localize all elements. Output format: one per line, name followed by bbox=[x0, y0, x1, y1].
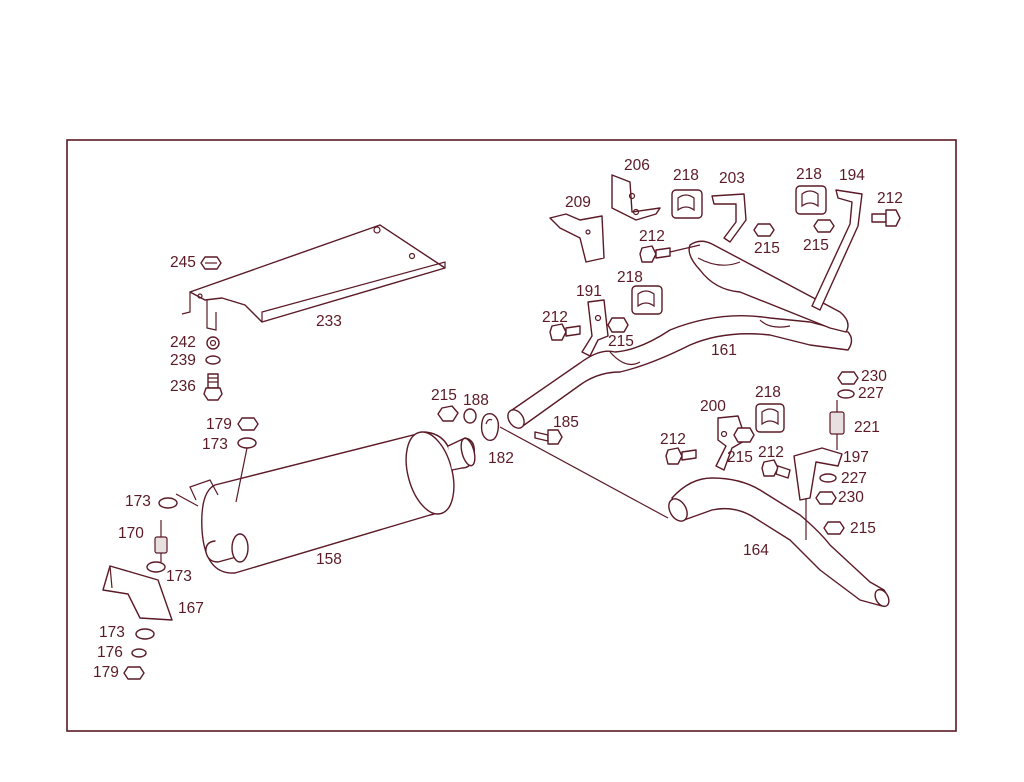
heat-shield bbox=[181, 224, 446, 331]
callout-215: 215 bbox=[850, 520, 876, 537]
rear-pipe-164 bbox=[668, 477, 890, 608]
callout-176: 176 bbox=[97, 644, 123, 661]
bolt-185 bbox=[534, 429, 563, 445]
intermediate-pipe bbox=[688, 240, 849, 333]
nut-215e bbox=[733, 427, 755, 443]
callout-194: 194 bbox=[839, 167, 865, 184]
callout-164: 164 bbox=[743, 542, 769, 559]
callout-242: 242 bbox=[170, 334, 196, 351]
callout-173: 173 bbox=[125, 493, 151, 510]
washer-227b bbox=[819, 473, 837, 483]
rubber-block-218b bbox=[795, 185, 827, 215]
washer-176 bbox=[131, 648, 147, 658]
callout-188: 188 bbox=[463, 392, 489, 409]
bolt-212d bbox=[665, 447, 697, 465]
callout-203: 203 bbox=[719, 170, 745, 187]
bolt-212c bbox=[549, 323, 581, 341]
callout-167: 167 bbox=[178, 600, 204, 617]
callout-170: 170 bbox=[118, 525, 144, 542]
nut-230a bbox=[837, 371, 859, 385]
washer-188 bbox=[463, 408, 477, 424]
bolt-212b bbox=[639, 244, 701, 263]
washer-173c bbox=[135, 628, 155, 640]
callout-239: 239 bbox=[170, 352, 196, 369]
callout-209: 209 bbox=[565, 194, 591, 211]
rubber-mount-221 bbox=[829, 400, 845, 450]
bolt-212a bbox=[871, 209, 901, 227]
rear-muffler bbox=[175, 431, 476, 574]
bracket-209 bbox=[549, 213, 605, 263]
callout-212: 212 bbox=[877, 190, 903, 207]
washer-173d bbox=[237, 437, 257, 449]
nut-215d bbox=[607, 317, 629, 333]
callout-191: 191 bbox=[576, 283, 602, 300]
callout-227: 227 bbox=[858, 385, 884, 402]
callout-233: 233 bbox=[316, 313, 342, 330]
callout-212: 212 bbox=[758, 444, 784, 461]
callout-218: 218 bbox=[673, 167, 699, 184]
washer-173b bbox=[146, 561, 166, 573]
callout-215: 215 bbox=[803, 237, 829, 254]
nut-215a bbox=[437, 405, 459, 422]
callout-212: 212 bbox=[639, 228, 665, 245]
callout-206: 206 bbox=[624, 157, 650, 174]
clamp-182 bbox=[480, 412, 500, 441]
callout-221: 221 bbox=[854, 419, 880, 436]
callout-215: 215 bbox=[608, 333, 634, 350]
nut-215b bbox=[753, 223, 775, 237]
callout-218: 218 bbox=[617, 269, 643, 286]
hanger-203 bbox=[711, 193, 747, 243]
callout-212: 212 bbox=[542, 309, 568, 326]
callout-245: 245 bbox=[170, 254, 196, 271]
nut-179b bbox=[237, 417, 259, 431]
callout-230: 230 bbox=[838, 489, 864, 506]
callout-182: 182 bbox=[488, 450, 514, 467]
washer-stack-242-239-236 bbox=[203, 336, 223, 401]
callout-218: 218 bbox=[796, 166, 822, 183]
callout-230: 230 bbox=[861, 368, 887, 385]
washer-173a bbox=[158, 497, 178, 509]
bracket-206 bbox=[611, 174, 661, 221]
rubber-mount-170 bbox=[154, 520, 168, 562]
diagram-frame bbox=[66, 139, 957, 732]
nut-245 bbox=[200, 256, 222, 270]
callout-173: 173 bbox=[202, 436, 228, 453]
nut-215f bbox=[823, 521, 845, 535]
nut-215c bbox=[813, 219, 835, 233]
front-pipe-161 bbox=[507, 315, 853, 429]
callout-158: 158 bbox=[316, 551, 342, 568]
callout-236: 236 bbox=[170, 378, 196, 395]
nut-179a bbox=[123, 666, 145, 680]
callout-227: 227 bbox=[841, 470, 867, 487]
callout-212: 212 bbox=[660, 431, 686, 448]
callout-215: 215 bbox=[431, 387, 457, 404]
callout-215: 215 bbox=[754, 240, 780, 257]
washer-227a bbox=[837, 389, 855, 399]
callout-218: 218 bbox=[755, 384, 781, 401]
callout-161: 161 bbox=[711, 342, 737, 359]
rubber-block-218d bbox=[755, 403, 785, 433]
callout-179: 179 bbox=[93, 664, 119, 681]
callout-197: 197 bbox=[843, 449, 869, 466]
rubber-block-218c bbox=[631, 285, 663, 315]
bracket-167 bbox=[102, 565, 173, 621]
hanger-194 bbox=[811, 189, 863, 311]
hanger-197 bbox=[793, 447, 843, 540]
callout-173: 173 bbox=[99, 624, 125, 641]
callout-173: 173 bbox=[166, 568, 192, 585]
callout-215: 215 bbox=[727, 449, 753, 466]
rubber-block-218a bbox=[671, 189, 703, 219]
callout-200: 200 bbox=[700, 398, 726, 415]
hanger-191 bbox=[581, 299, 609, 357]
bolt-212e bbox=[761, 459, 791, 479]
nut-230b bbox=[815, 491, 837, 505]
callout-179: 179 bbox=[206, 416, 232, 433]
callout-185: 185 bbox=[553, 414, 579, 431]
